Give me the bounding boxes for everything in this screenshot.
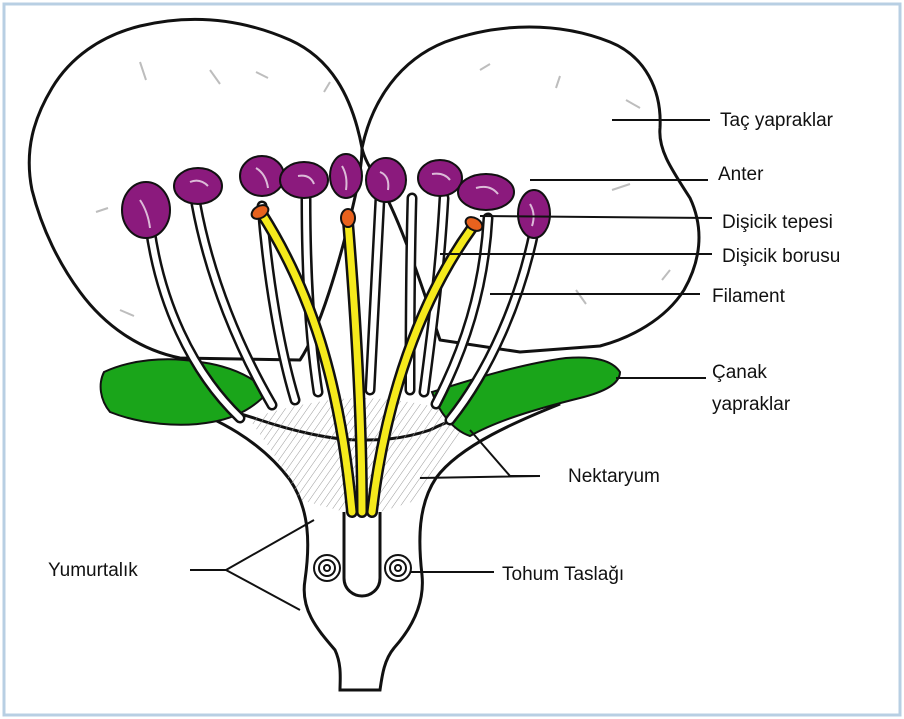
label-style: Dişicik borusu xyxy=(722,246,840,267)
anther xyxy=(174,168,222,204)
label-anther: Anter xyxy=(718,164,764,185)
anther xyxy=(240,156,284,196)
anther xyxy=(280,162,328,198)
stigma-center xyxy=(341,209,355,227)
label-ovary: Yumurtalık xyxy=(48,560,138,581)
label-filament: Filament xyxy=(712,286,786,307)
label-sepals-line2: yapraklar xyxy=(712,394,791,415)
label-ovule: Tohum Taslağı xyxy=(502,564,624,585)
anther xyxy=(418,160,462,196)
label-sepals-line1: Çanak xyxy=(712,362,767,383)
label-petals: Taç yapraklar xyxy=(720,110,834,131)
anther xyxy=(458,174,514,210)
label-stigma: Dişicik tepesi xyxy=(722,212,833,233)
anther xyxy=(366,158,406,202)
label-nectary: Nektaryum xyxy=(568,466,660,487)
